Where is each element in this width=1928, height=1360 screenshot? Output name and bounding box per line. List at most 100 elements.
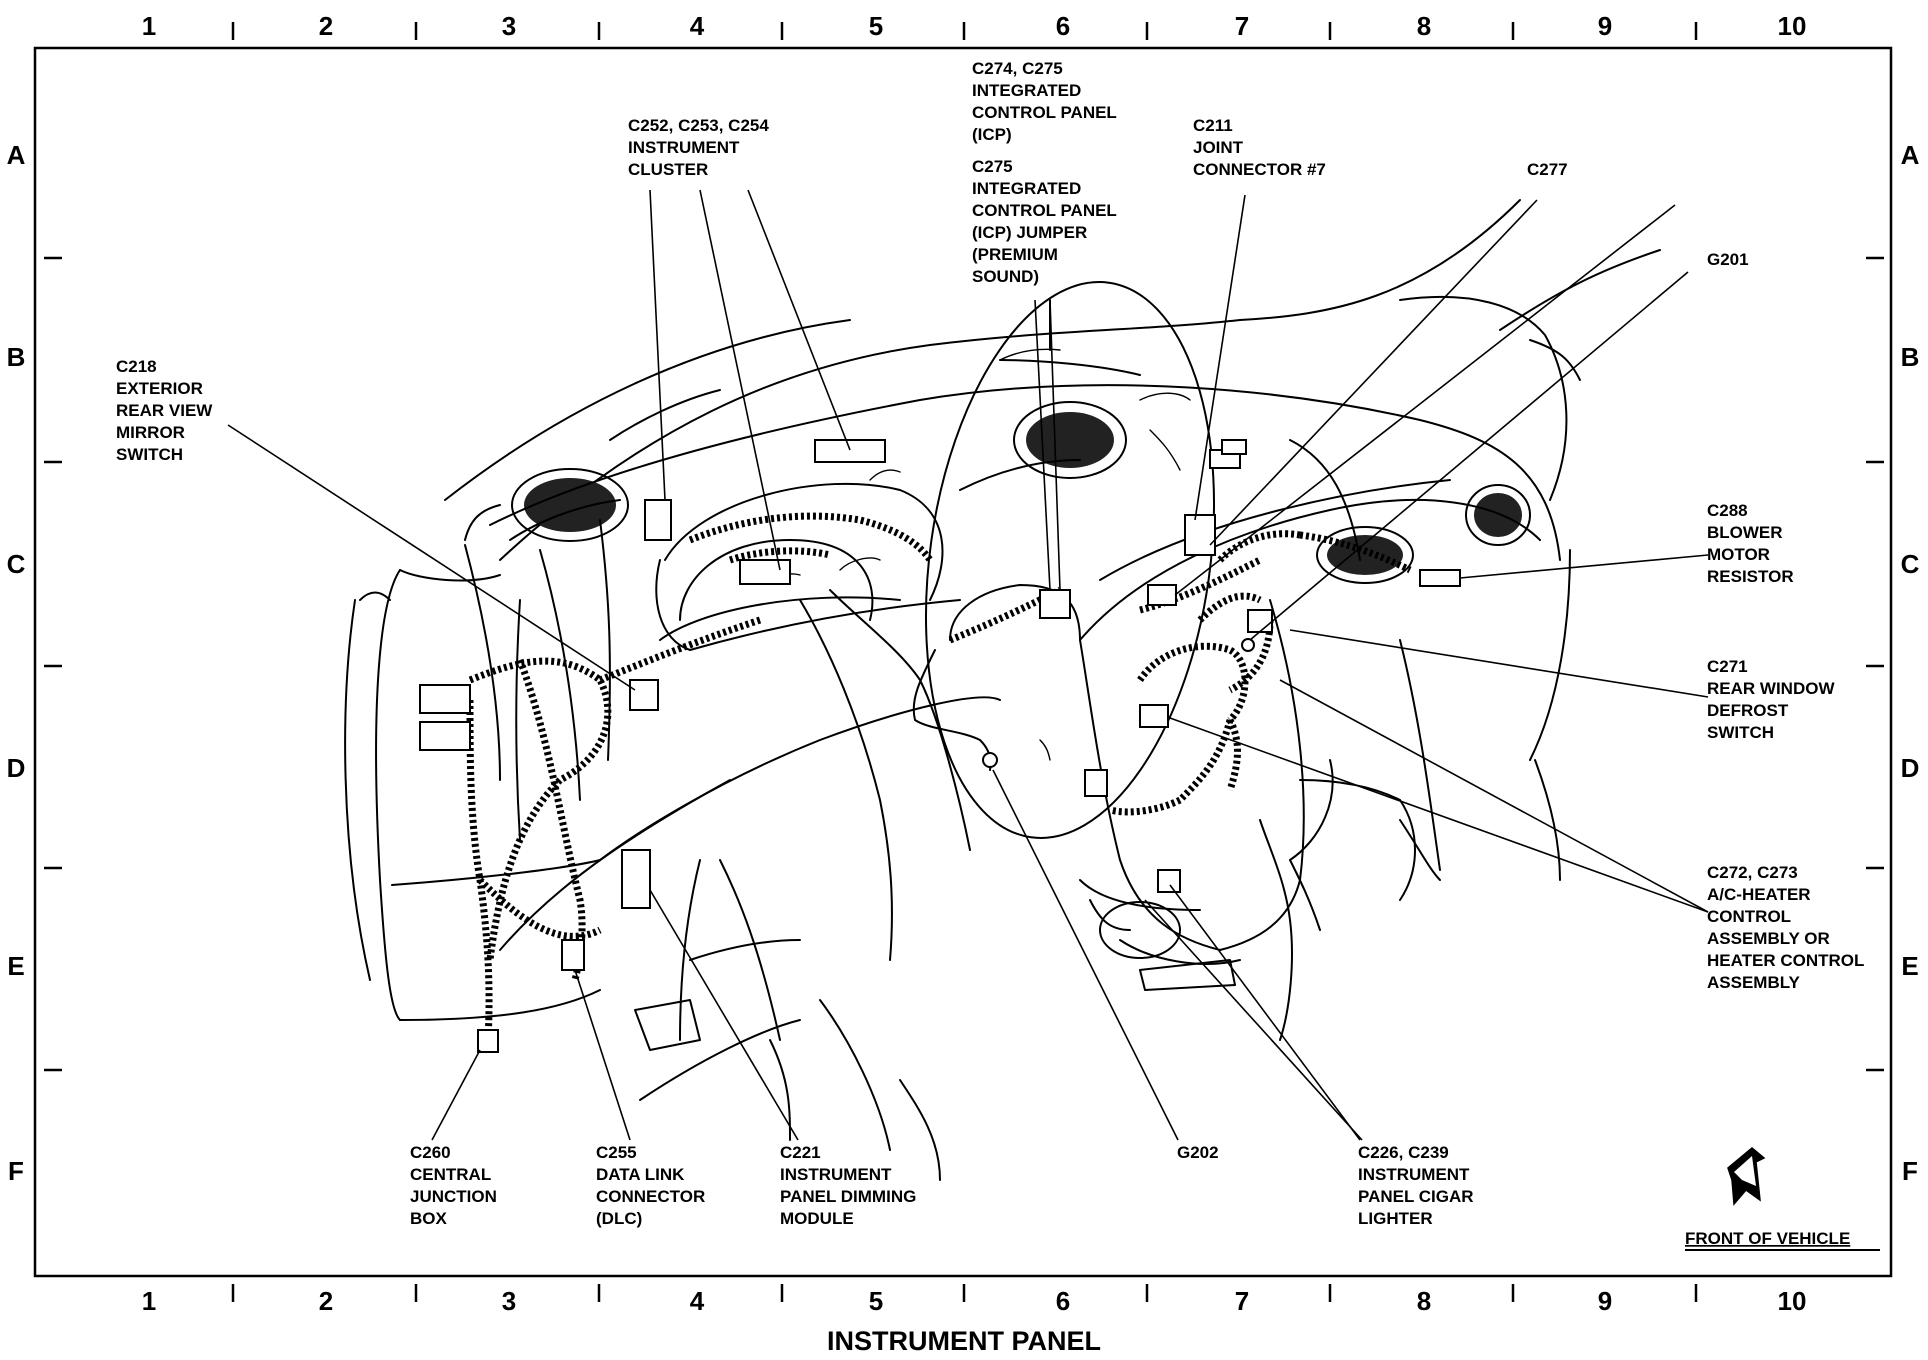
callout-g201: G201 (1707, 250, 1749, 269)
callout-c288-blower-motor-resistor: C288 BLOWER MOTOR RESISTOR (1707, 501, 1794, 586)
connector-c260 (477, 1029, 499, 1053)
callout-c255-data-link-connector: C255 DATA LINK CONNECTOR (DLC) (596, 1143, 705, 1228)
connector-c226 (1157, 869, 1181, 893)
callout-line: INSTRUMENT (1358, 1165, 1470, 1184)
col-label-top: 10 (1778, 11, 1807, 41)
col-label-bottom: 6 (1056, 1286, 1070, 1316)
col-label-bottom: 5 (869, 1286, 883, 1316)
callout-line: RESISTOR (1707, 567, 1794, 586)
instrument-panel-drawing (344, 199, 1661, 1181)
callout-line: REAR WINDOW (1707, 679, 1835, 698)
col-label-top: 6 (1056, 11, 1070, 41)
callout-line: C218 (116, 357, 157, 376)
callout-line: CONNECTOR #7 (1193, 160, 1326, 179)
callout-line: (PREMIUM (972, 245, 1058, 264)
callout-line: ASSEMBLY (1707, 973, 1801, 992)
wiring-harness (466, 512, 1412, 1041)
callout-line: INSTRUMENT (628, 138, 740, 157)
callout-line: DATA LINK (596, 1165, 685, 1184)
callout-line: PANEL CIGAR (1358, 1187, 1474, 1206)
col-label-bottom: 8 (1417, 1286, 1431, 1316)
connector-c254 (739, 559, 791, 585)
col-label-bottom: 1 (142, 1286, 156, 1316)
callout-c211-joint-connector: C211 JOINT CONNECTOR #7 (1193, 116, 1326, 179)
row-label-right: A (1901, 140, 1920, 170)
callout-line: C277 (1527, 160, 1568, 179)
callout-line: ASSEMBLY OR (1707, 929, 1830, 948)
connector-c277 (1147, 584, 1177, 606)
callout-line: INSTRUMENT (780, 1165, 892, 1184)
callout-c226-cigar-lighter: C226, C239 INSTRUMENT PANEL CIGAR LIGHTE… (1358, 1143, 1474, 1228)
connectors (419, 439, 1461, 1053)
ground-g202 (982, 752, 998, 768)
callout-line: SWITCH (1707, 723, 1774, 742)
col-label-top: 7 (1235, 11, 1249, 41)
connector-right-vent (1221, 439, 1247, 455)
col-label-bottom: 7 (1235, 1286, 1249, 1316)
callout-line: MOTOR (1707, 545, 1770, 564)
col-label-top: 5 (869, 11, 883, 41)
row-label-left: D (7, 753, 26, 783)
callout-line: CONTROL PANEL (972, 103, 1117, 122)
connector-c271 (1247, 609, 1273, 633)
front-of-vehicle-label: FRONT OF VEHICLE (1685, 1229, 1850, 1248)
callout-c252-instrument-cluster: C252, C253, C254 INSTRUMENT CLUSTER (628, 116, 769, 179)
callout-line: (DLC) (596, 1209, 642, 1228)
callout-line: BLOWER (1707, 523, 1783, 542)
callout-line: G201 (1707, 250, 1749, 269)
callout-line: MIRROR (116, 423, 185, 442)
callout-line: C274, C275 (972, 59, 1063, 78)
connector-c221 (621, 849, 651, 909)
connector-c211 (1184, 514, 1216, 556)
connector-c253 (814, 439, 886, 463)
callout-line: C288 (1707, 501, 1748, 520)
callout-line: INTEGRATED (972, 179, 1081, 198)
callout-line: C211 (1193, 116, 1233, 135)
callout-line: DEFROST (1707, 701, 1789, 720)
diagram-title: INSTRUMENT PANEL (827, 1326, 1101, 1356)
row-label-right: E (1901, 951, 1918, 981)
grid-column-labels-bottom: 1 2 3 4 5 6 7 8 9 10 (142, 1286, 1807, 1316)
callout-line: EXTERIOR (116, 379, 203, 398)
callout-c275-icp-jumper: C275 INTEGRATED CONTROL PANEL (ICP) JUMP… (972, 157, 1117, 286)
callout-line: SOUND) (972, 267, 1039, 286)
connector-junction-b (419, 721, 471, 751)
diagram-frame (33, 46, 1893, 1278)
callout-line: C272, C273 (1707, 863, 1798, 882)
callout-line: C260 (410, 1143, 451, 1162)
connector-c272 (1139, 704, 1169, 728)
row-label-left: B (7, 342, 26, 372)
col-label-top: 4 (690, 11, 705, 41)
row-label-right: F (1902, 1156, 1918, 1186)
connector-c288 (1419, 569, 1461, 587)
col-label-bottom: 9 (1598, 1286, 1612, 1316)
callout-line: JUNCTION (410, 1187, 497, 1206)
connector-c252 (644, 499, 672, 541)
col-label-bottom: 3 (502, 1286, 516, 1316)
callout-line: C255 (596, 1143, 637, 1162)
callout-line: CLUSTER (628, 160, 708, 179)
connector-c255 (561, 939, 585, 971)
connector-c274 (1039, 589, 1071, 619)
col-label-bottom: 2 (319, 1286, 333, 1316)
callout-line: A/C-HEATER (1707, 885, 1811, 904)
callout-line: PANEL DIMMING (780, 1187, 916, 1206)
col-label-top: 3 (502, 11, 516, 41)
grid-row-labels-left: A B C D E F (7, 140, 26, 1186)
callout-line: C221 (780, 1143, 821, 1162)
connector-c273 (1084, 769, 1108, 797)
callout-c272-ac-heater-control: C272, C273 A/C-HEATER CONTROL ASSEMBLY O… (1707, 863, 1864, 992)
row-label-left: E (7, 951, 24, 981)
row-label-left: F (8, 1156, 24, 1186)
callout-line: C271 (1707, 657, 1748, 676)
callout-line: JOINT (1193, 138, 1244, 157)
callout-line: INTEGRATED (972, 81, 1081, 100)
grid-row-labels-right: A B C D E F (1901, 140, 1920, 1186)
grid-ticks (44, 22, 1884, 1302)
callout-line: LIGHTER (1358, 1209, 1433, 1228)
callout-line: C252, C253, C254 (628, 116, 769, 135)
row-label-right: B (1901, 342, 1920, 372)
callout-line: REAR VIEW (116, 401, 213, 420)
row-label-right: C (1901, 549, 1920, 579)
